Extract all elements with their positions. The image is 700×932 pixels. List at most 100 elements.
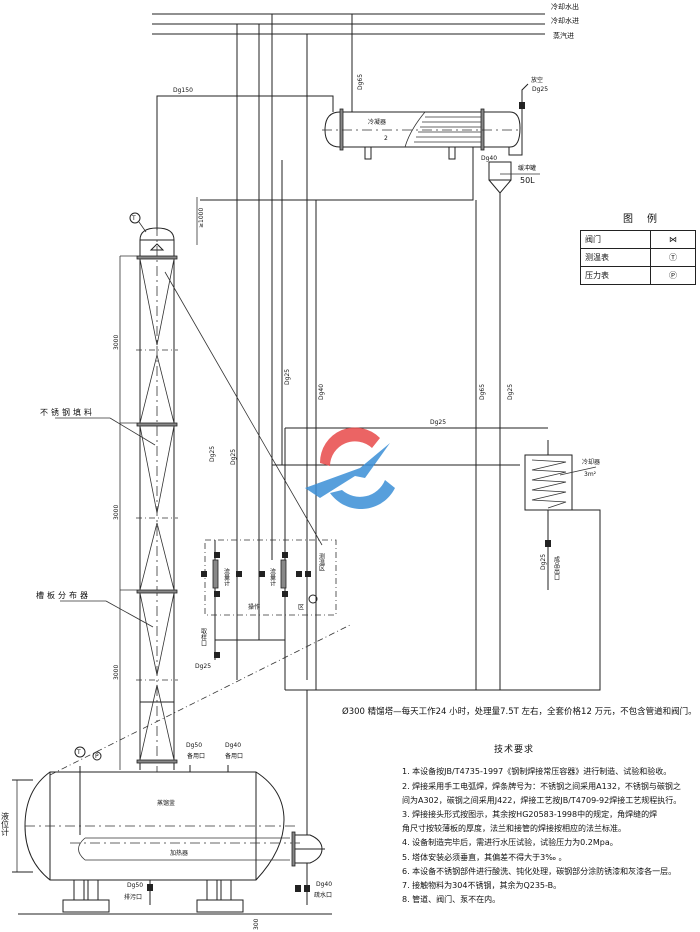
valve-icon[interactable] <box>282 591 288 597</box>
cooler: 冷却器 3m² <box>524 440 600 590</box>
valve-icon[interactable] <box>214 652 220 658</box>
section-dim-2: 3000 <box>113 505 120 520</box>
vapor-pipe-label: Dg150 <box>173 87 193 94</box>
tech-note: 2. 焊接采用手工电弧焊，焊条牌号为：不锈钢之间采用A132，不锈钢与碳钢之 <box>402 782 681 791</box>
flowmeter-label-2: 流量计 <box>269 567 276 587</box>
pipe-label-dg25-c: Dg25 <box>230 449 237 465</box>
valve-icon[interactable] <box>236 571 242 577</box>
valve-icon[interactable] <box>214 591 220 597</box>
drain-valve-icon[interactable] <box>147 884 153 891</box>
cooler-label: 冷却器 <box>582 458 600 466</box>
condensate-pipe-label: Dg40 <box>316 881 332 888</box>
tech-note: 6. 本设备不锈钢部件进行酸洗、钝化处理，碳钢部分涂防锈漆和灰漆各一层。 <box>402 867 677 876</box>
flowmeter-label-1: 流量计 <box>223 567 230 587</box>
heater-label: 加热器 <box>170 849 188 857</box>
vent-line <box>508 83 529 156</box>
svg-text:T: T <box>131 215 136 222</box>
distillation-column <box>136 226 178 772</box>
spare-port-2-label: 备用口 <box>225 752 243 760</box>
svg-text:P: P <box>95 753 99 760</box>
valve-icon[interactable] <box>259 571 265 577</box>
tech-note: 1. 本设备按JB/T4735-1997《钢制焊接常压容器》进行制造、试验和验收… <box>402 767 672 776</box>
valve-icon[interactable] <box>296 571 302 577</box>
drain-pipe-label: Dg50 <box>127 882 143 889</box>
condenser-outlet-label: Dg40 <box>481 155 497 162</box>
valve-icon: ⋈ <box>650 230 696 249</box>
valve-icon[interactable] <box>282 552 288 558</box>
pipe-label-dg25-d: Dg25 <box>507 384 514 400</box>
heater-head: Dg40 疏水口 <box>291 690 332 905</box>
sampling-label: 取样口 <box>200 628 207 647</box>
pipe-label-dg40: Dg40 <box>318 384 325 400</box>
valve-icon[interactable] <box>201 571 207 577</box>
cooler-area: 3m² <box>584 471 597 478</box>
vent-pipe-label: Dg25 <box>532 86 548 93</box>
cooler-outlet-label: 成品出口 <box>553 555 560 581</box>
process-piping <box>214 160 601 691</box>
drain-label: 排污口 <box>124 893 142 901</box>
legend-label: 压力表 <box>580 266 651 285</box>
condensate-label: 疏水口 <box>314 891 332 899</box>
vent-valve-icon[interactable] <box>519 102 525 109</box>
control-panel: 流量计 流量计 操作 区 测温区 取样口 Dg25 <box>195 539 337 670</box>
operate-label: 操作 <box>248 603 260 611</box>
pipe-label-dg25-header: Dg25 <box>430 419 446 426</box>
packing-label: 不锈钢填料 <box>40 407 95 417</box>
legend-row: 阀门 ⋈ <box>580 230 696 249</box>
condenser: 冷凝器 2 <box>322 108 522 160</box>
condenser-number: 2 <box>384 135 388 142</box>
thermometer-icon: Ⓣ <box>650 248 696 267</box>
reboiler-pressure-gauge-icon: P <box>92 751 102 761</box>
tech-note: 3. 焊接接头形式按图示，其余按HG20583-1998中的规定，角焊缝的焊 <box>402 810 658 819</box>
thermometer-column-icon: T <box>129 212 147 233</box>
condensate-valve-icon[interactable] <box>295 885 310 892</box>
reboiler-label: 蒸馏釜 <box>157 799 175 807</box>
tech-note: 角尺寸按较薄板的厚度，法兰和接管的焊接按相应的法兰标准。 <box>402 824 626 833</box>
vapor-line <box>156 95 334 230</box>
cooling-water-out-label: 冷却水出 <box>551 2 579 11</box>
pressure-gauge-icon: Ⓟ <box>650 266 696 285</box>
foundation-dim: 300 <box>253 918 260 930</box>
valve-icon[interactable] <box>305 571 311 577</box>
reboiler: 蒸馏釜 加热器 液位计 Dg50 备用口 Dg40 备用口 Dg50 排污口 3… <box>1 742 332 930</box>
reflux-line <box>200 147 474 201</box>
reboiler-thermometer-icon: T <box>74 746 86 758</box>
legend-row: 测温表 Ⓣ <box>580 248 696 267</box>
steam-in-label: 蒸汽进 <box>553 31 574 40</box>
control-valves[interactable] <box>201 552 311 658</box>
buffer-tank-volume: 50L <box>520 176 535 185</box>
vent-label: 放空 <box>531 76 543 84</box>
legend-title: 图例 <box>623 214 671 225</box>
header-lines: 冷却水出 冷却水进 蒸汽进 <box>152 2 579 40</box>
cooler-outlet-pipe: Dg25 <box>540 554 547 570</box>
pipe-label-dg65: Dg65 <box>479 384 486 400</box>
cooler-outlet-valve-icon[interactable] <box>545 540 551 547</box>
condenser-label: 冷凝器 <box>368 118 386 126</box>
summary-text: Ø300 精馏塔—每天工作24 小时，处理量7.5T 左右，全套价格12 万元，… <box>342 707 697 717</box>
level-gauge-label: 液位计 <box>1 811 10 837</box>
cooling-water-in-label: 冷却水进 <box>551 16 579 25</box>
valve-icon[interactable] <box>214 552 220 558</box>
sampling-pipe-label: Dg25 <box>195 663 211 670</box>
section-dim-1: 3000 <box>113 335 120 350</box>
legend-table: 阀门 ⋈ 测温表 Ⓣ 压力表 Ⓟ <box>580 230 696 285</box>
svg-text:T: T <box>76 749 81 756</box>
spare-port-2-pipe: Dg40 <box>225 742 241 749</box>
legend: 图例 阀门 ⋈ 测温表 Ⓣ 压力表 Ⓟ <box>580 210 700 285</box>
tech-note: 7. 接触物料为304不锈钢，其余为Q235-B。 <box>402 881 562 890</box>
pipe-label-dg25-a: Dg25 <box>284 369 291 385</box>
tech-note: 8. 管道、阀门、泵不在内。 <box>402 895 501 904</box>
pipe-label-dg25-b: Dg25 <box>209 446 216 462</box>
legend-label: 阀门 <box>580 230 651 249</box>
zone-label: 区 <box>298 604 304 611</box>
height-dimension: ≥1000 <box>198 208 205 228</box>
condenser-inlet-label: Dg65 <box>357 74 364 90</box>
tech-note: 4. 设备制造完毕后，需进行水压试验，试验压力为0.2Mpa。 <box>402 838 618 847</box>
tech-requirements-title: 技术要求 <box>494 745 535 755</box>
legend-row: 压力表 Ⓟ <box>580 266 696 285</box>
header-drops <box>236 14 353 680</box>
temp-zone-label: 测温区 <box>318 552 325 571</box>
buffer-tank: 缓冲罐 50L <box>488 161 540 460</box>
watermark-logo-icon <box>305 427 395 510</box>
